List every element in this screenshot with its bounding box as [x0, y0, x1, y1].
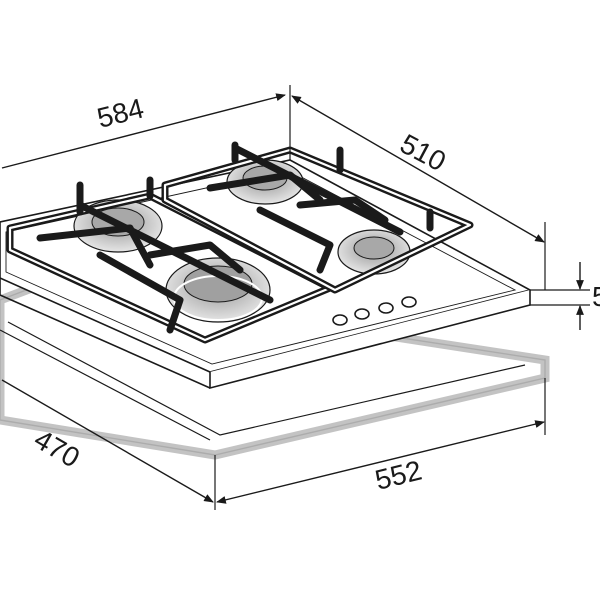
- control-knob: [332, 314, 348, 326]
- dimension-line-470: [1, 379, 214, 503]
- dimension-lines: [1, 93, 584, 504]
- burner-front-left: [165, 257, 271, 323]
- control-knob: [354, 308, 370, 320]
- dimension-label-584: 584: [94, 92, 147, 133]
- dimension-label-510: 510: [395, 128, 451, 177]
- dimension-line-584: [1, 93, 286, 169]
- dimension-line-552: [216, 420, 545, 504]
- control-knobs: [332, 296, 417, 326]
- dimension-label-552: 552: [372, 454, 425, 495]
- dimension-label-5: 5: [592, 281, 600, 312]
- control-knob: [401, 296, 417, 308]
- control-knob: [378, 302, 394, 314]
- extension-lines: [214, 85, 590, 510]
- dimension-line-510: [291, 95, 545, 243]
